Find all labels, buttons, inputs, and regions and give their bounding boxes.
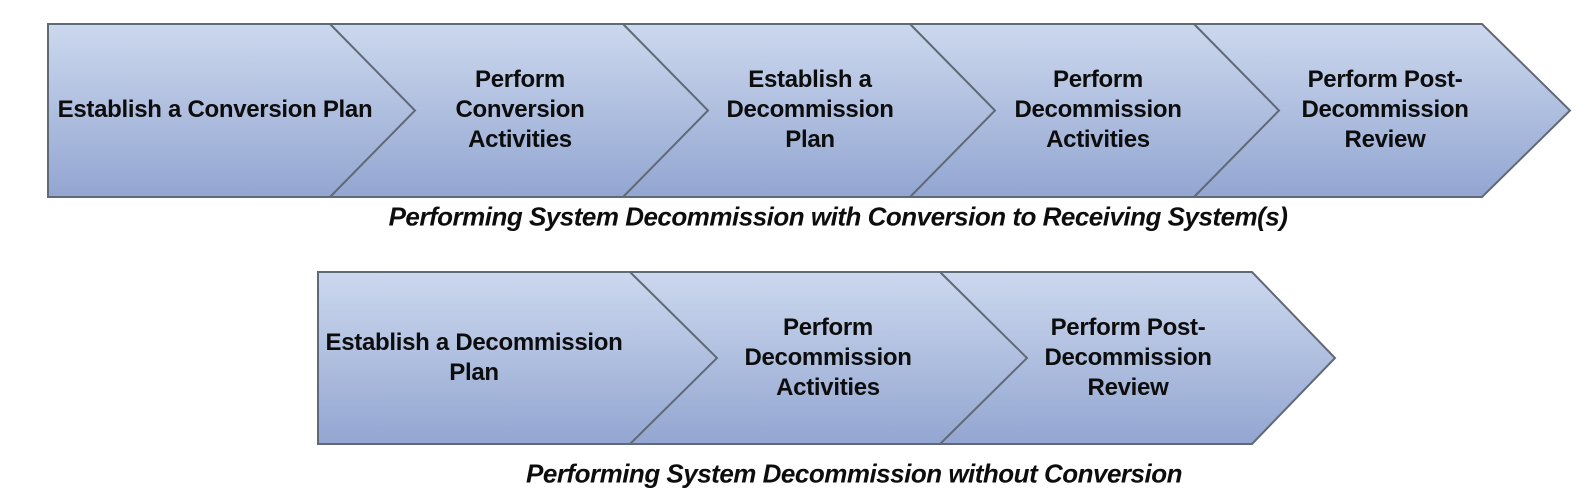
flow2-arrow-bar <box>317 271 1337 445</box>
flow2-caption: Performing System Decommission without C… <box>526 458 1182 489</box>
flow2-step-1-label: Establish a Decommission Plan <box>325 329 623 386</box>
flow2-step-3-label: Perform Post-Decommission Review <box>1044 314 1212 401</box>
flow1-step-3-label: Establish a Decommission Plan <box>726 66 894 153</box>
flow1-arrow-bar <box>47 23 1572 198</box>
flow2-step-2-label: Perform Decommission Activities <box>744 314 912 401</box>
flow2-chevron-divider-2 <box>939 271 1029 445</box>
flow1-step-4-label: Perform Decommission Activities <box>1014 66 1182 153</box>
flow1-step-2-label: Perform Conversion Activities <box>455 66 585 153</box>
flow1-step-1-label: Establish a Conversion Plan <box>57 96 373 123</box>
flow1-chevron-divider-4 <box>1193 23 1281 198</box>
flow1-caption: Performing System Decommission with Conv… <box>388 201 1288 232</box>
flow1-chevron-divider-2 <box>622 23 710 198</box>
flow1-chevron-divider-3 <box>909 23 997 198</box>
flow2-chevron-divider-1 <box>629 271 719 445</box>
flow1-chevron-divider-1 <box>329 23 417 198</box>
flow1-step-5-label: Perform Post-Decommission Review <box>1301 66 1469 153</box>
